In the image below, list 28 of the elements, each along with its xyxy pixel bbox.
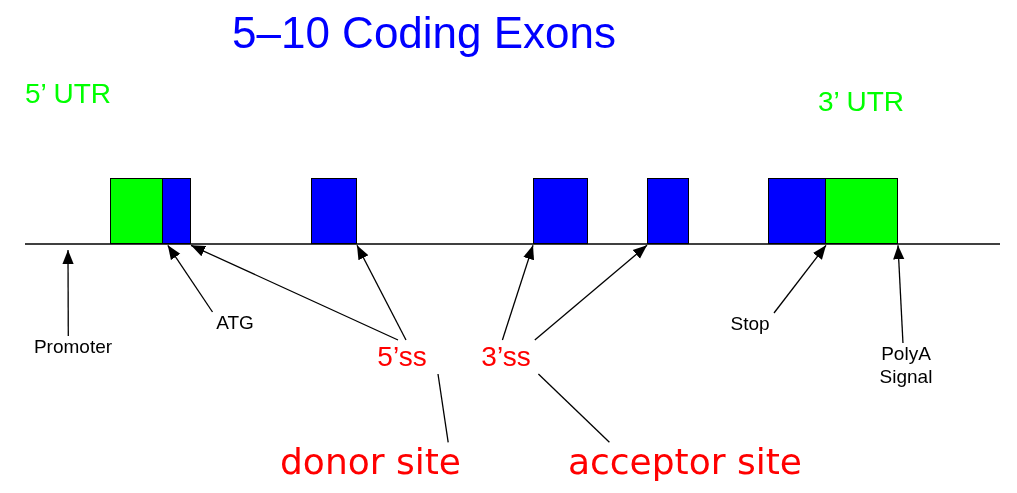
feature-label: PolyA Signal (868, 343, 944, 391)
exon-box (110, 178, 163, 244)
site-label: acceptor site (550, 440, 820, 486)
arrow (501, 244, 534, 341)
utr-label: 3’ UTR (818, 86, 905, 119)
exon-box (311, 178, 357, 244)
arrow (534, 244, 648, 341)
arrow (62, 249, 74, 337)
feature-label: ATG (210, 312, 260, 338)
arrow (190, 244, 399, 341)
site-label: donor site (278, 440, 463, 486)
title: 5–10 Coding Exons (232, 8, 617, 59)
exon-box (647, 178, 689, 244)
leader-line (437, 373, 449, 443)
feature-label: 5’ss (362, 340, 442, 374)
exon-box (533, 178, 588, 244)
feature-label: Promoter (14, 336, 132, 362)
arrow (893, 244, 905, 344)
feature-label: 3’ss (470, 340, 542, 374)
arrow (356, 244, 407, 341)
feature-label: Stop (720, 313, 780, 339)
leader-line (537, 373, 611, 443)
exon-box (825, 178, 898, 244)
utr-label: 5’ UTR (25, 78, 112, 111)
exon-box (162, 178, 191, 244)
arrow (773, 244, 827, 314)
exon-box (768, 178, 826, 244)
arrow (167, 244, 214, 313)
